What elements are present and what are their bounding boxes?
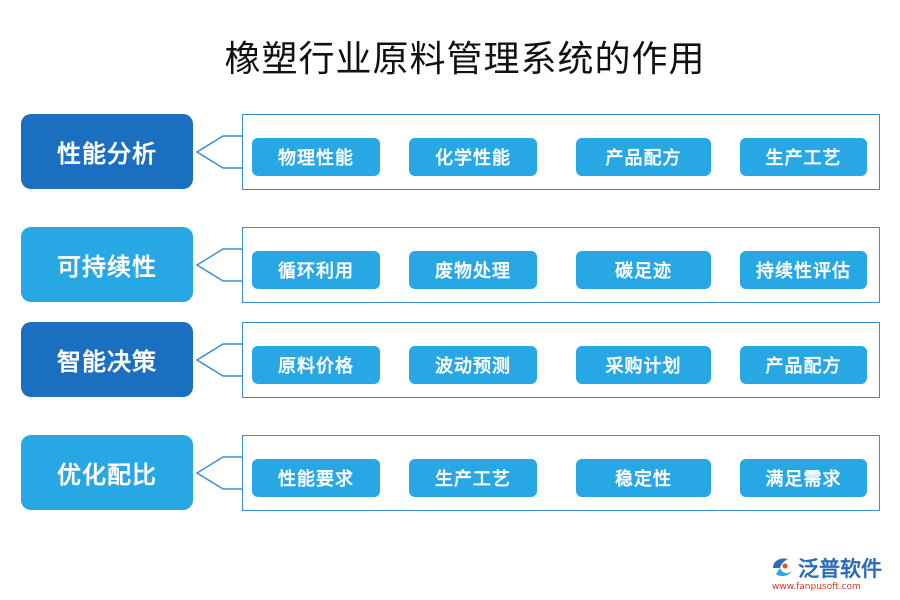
diagram-title: 橡塑行业原料管理系统的作用 [224, 39, 706, 80]
item-pill: 波动预测 [409, 346, 537, 384]
item-pill: 化学性能 [409, 138, 537, 176]
arrow-connector-icon [195, 135, 242, 169]
brand-name: 泛普软件 [798, 557, 882, 581]
arrow-connector-icon [195, 343, 242, 377]
item-pill: 产品配方 [576, 138, 711, 176]
row-performance: 性能分析 物理性能 化学性能 产品配方 生产工艺 [0, 114, 900, 192]
fanpu-logo-icon [773, 558, 792, 577]
category-box: 可持续性 [21, 227, 193, 302]
item-pill: 碳足迹 [576, 251, 711, 289]
item-pill: 稳定性 [576, 459, 711, 497]
row-sustainability: 可持续性 循环利用 废物处理 碳足迹 持续性评估 [0, 227, 900, 305]
item-pill: 性能要求 [252, 459, 380, 497]
item-pill: 满足需求 [740, 459, 867, 497]
category-box: 性能分析 [21, 114, 193, 189]
arrow-connector-icon [195, 456, 242, 490]
row-smart-decision: 智能决策 原料价格 波动预测 采购计划 产品配方 [0, 322, 900, 400]
category-box: 智能决策 [21, 322, 193, 397]
item-pill: 废物处理 [409, 251, 537, 289]
item-pill: 生产工艺 [409, 459, 537, 497]
item-pill: 产品配方 [740, 346, 867, 384]
brand-url: www.fanpusoft.com [772, 582, 861, 592]
item-pill: 持续性评估 [740, 251, 867, 289]
item-pill: 物理性能 [252, 138, 380, 176]
arrow-connector-icon [195, 248, 242, 282]
item-pill: 采购计划 [576, 346, 711, 384]
row-optimize-ratio: 优化配比 性能要求 生产工艺 稳定性 满足需求 [0, 435, 900, 513]
brand-logo: 泛普软件 www.fanpusoft.com [770, 553, 895, 593]
category-box: 优化配比 [21, 435, 193, 510]
item-pill: 原料价格 [252, 346, 380, 384]
item-pill: 生产工艺 [740, 138, 867, 176]
item-pill: 循环利用 [252, 251, 380, 289]
